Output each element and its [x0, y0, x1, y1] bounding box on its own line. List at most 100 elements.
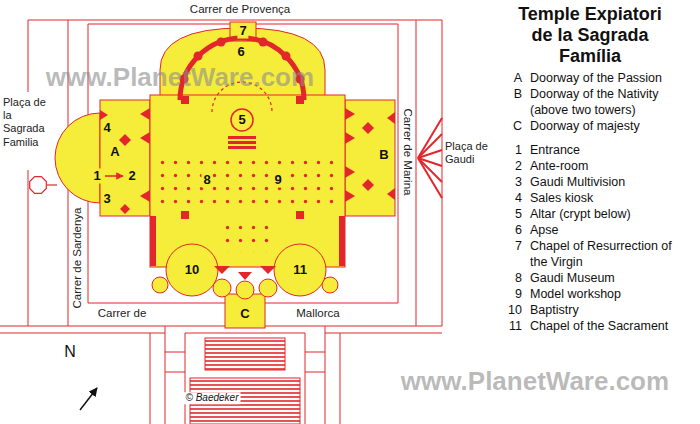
- church-outline-part: [100, 100, 150, 216]
- walls-part: [100, 110, 108, 120]
- church-outline-part: [55, 113, 100, 203]
- callout-letter: C: [238, 307, 251, 322]
- legend-text: Doorway of majesty: [530, 118, 690, 134]
- walls-part: [238, 272, 252, 280]
- walls-part: [296, 211, 304, 219]
- legend-key: 4: [500, 190, 522, 206]
- walls-part: [140, 190, 150, 202]
- legend-key: 9: [500, 286, 522, 302]
- walls-part: [140, 108, 150, 120]
- columns-part: [158, 158, 342, 212]
- watermark: www.PlanetWare.com: [401, 367, 669, 397]
- legend-text: Gaudi Multivision: [530, 174, 690, 190]
- callout-number: 9: [272, 173, 283, 188]
- street-lines-part: [416, 20, 417, 326]
- legend-key: 7: [500, 238, 522, 254]
- walls-part: [228, 146, 256, 149]
- legend-text: Sales kiosk: [530, 190, 690, 206]
- walls-part: [387, 188, 395, 200]
- callout-number: 2: [126, 169, 137, 184]
- legend-key: 3: [500, 174, 522, 190]
- forecourt: [150, 326, 340, 424]
- legend-key: 1: [500, 142, 522, 158]
- walls-part: [181, 211, 189, 219]
- walls-part: [181, 96, 189, 104]
- walls-part: [260, 266, 276, 274]
- walls-part: [345, 108, 355, 120]
- walls-part: [362, 179, 374, 191]
- legend-key: C: [500, 118, 522, 134]
- legend-key: 11: [500, 318, 522, 334]
- street-name: Carrer de Provença: [188, 3, 292, 16]
- callout-number: 1: [91, 169, 102, 184]
- walls-part: [345, 132, 355, 144]
- callout-number: 5: [236, 113, 247, 128]
- forecourt-part: [205, 338, 285, 370]
- legend-text: Model workshop: [530, 286, 690, 302]
- forecourt-part: [185, 333, 305, 424]
- callout-letter: B: [377, 148, 390, 163]
- callout-number: 3: [101, 192, 112, 207]
- callout-letter: A: [108, 145, 121, 160]
- callout-letter: 4: [101, 121, 112, 136]
- plaza-shapes-part: [47, 184, 57, 185]
- stairs-part: [418, 118, 442, 158]
- church-outline-part: [150, 95, 345, 267]
- map-title: Temple Expiatori de la Sagrada Família: [510, 4, 670, 67]
- columns-part: [219, 222, 277, 252]
- legend-text: Ante-room: [530, 158, 690, 174]
- walls-part: [387, 112, 395, 124]
- street-lines-part: [0, 326, 442, 327]
- church-outline-part: [152, 277, 168, 293]
- legend-key: 6: [500, 222, 522, 238]
- street-lines: [0, 20, 442, 333]
- walls-part: [345, 166, 355, 178]
- legend-text: Doorway of the Nativity (above two tower…: [530, 86, 690, 118]
- north-arrow: [80, 388, 97, 410]
- church-outline-part: [259, 279, 277, 297]
- street-name: Carrer de Marina: [400, 107, 413, 198]
- church-outline-part: [236, 281, 254, 299]
- church-outline-part: [345, 100, 395, 216]
- forecourt-part: [150, 326, 340, 424]
- walls-part: [194, 52, 203, 61]
- legend-text: Chapel of the Sacrament: [530, 318, 690, 334]
- street-name: Carrer de: [96, 307, 149, 320]
- walls-part: [140, 132, 150, 144]
- legend-text: Chapel of Resurrection of the Virgin: [530, 238, 690, 270]
- legend-text: Apse: [530, 222, 690, 238]
- stairs: [418, 118, 442, 198]
- walls-part: [296, 96, 304, 104]
- plaza-name: Plaça de la Sagrada Familia: [3, 96, 53, 149]
- callout-number: 7: [237, 24, 248, 39]
- walls-part: [345, 190, 355, 202]
- street-lines-part: [28, 20, 442, 326]
- callout-number: 10: [183, 263, 201, 278]
- callout-number: 8: [201, 173, 212, 188]
- walls-part: [282, 52, 291, 61]
- legend-text: Altar (crypt below): [530, 206, 690, 222]
- plaza-name: Plaça de Gaudi: [445, 140, 503, 166]
- columns: [158, 158, 342, 252]
- callout-number: 6: [235, 45, 246, 60]
- walls-part: [228, 141, 256, 144]
- church-outline-part: [274, 244, 326, 296]
- walls-part: [120, 204, 130, 214]
- legend-key: 2: [500, 158, 522, 174]
- stairs-part: [418, 150, 442, 158]
- church-outline-part: [213, 279, 231, 297]
- street-lines-part: [28, 170, 29, 326]
- legend-key: B: [500, 86, 522, 102]
- legend-key: 5: [500, 206, 522, 222]
- copyright-note: © Baedeker: [184, 392, 241, 404]
- watermark: www.PlanetWare.com: [46, 63, 314, 93]
- walls-part: [259, 38, 268, 47]
- legend-key: A: [500, 70, 522, 86]
- stairs-part: [418, 158, 442, 198]
- walls-part: [339, 216, 345, 266]
- walls-part: [214, 266, 230, 274]
- walls-part: [217, 38, 226, 47]
- legend-key: 10: [500, 302, 522, 318]
- street-name: Carrer de Sardenya: [71, 206, 84, 311]
- walls-part: [150, 216, 156, 266]
